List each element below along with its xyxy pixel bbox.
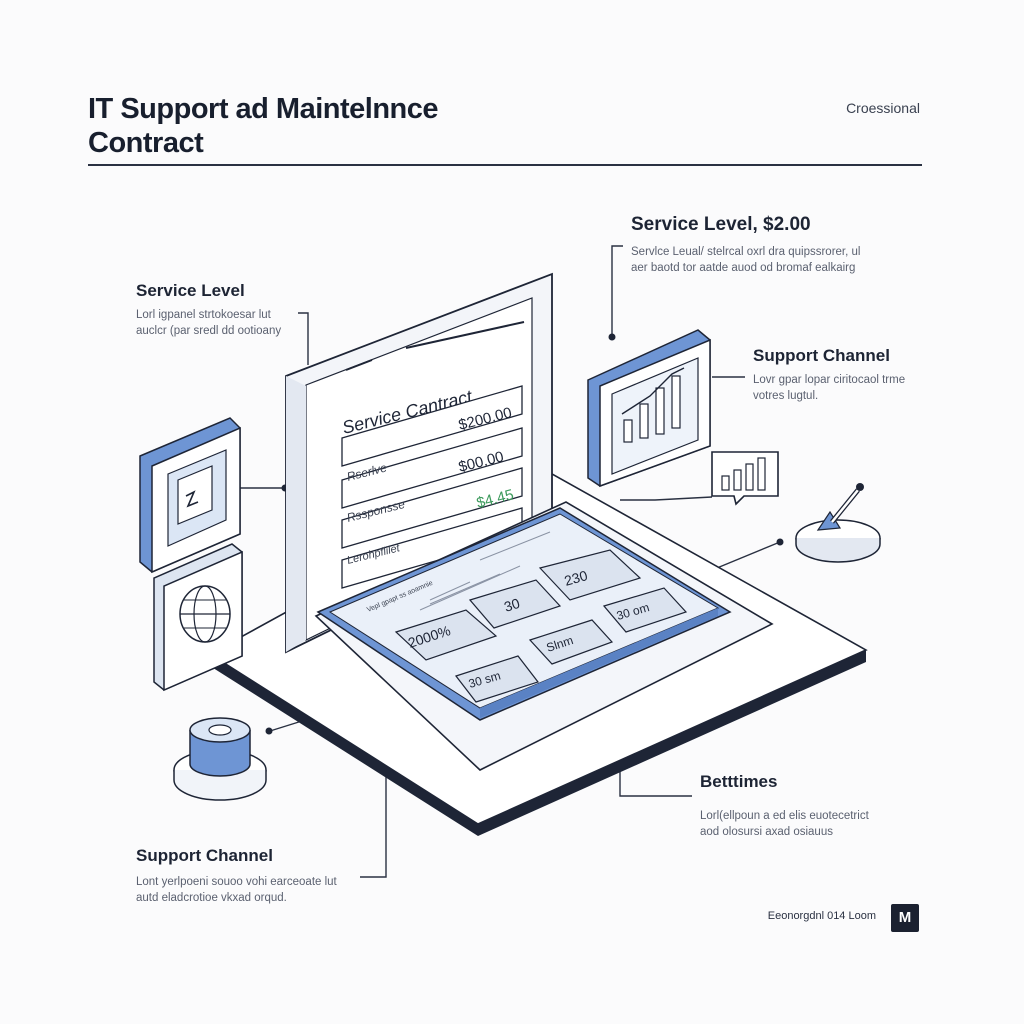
callout-support-channel-right: Support Channel Lovr gpar lopar ciritoca… [753, 346, 905, 404]
tablet-tile: 30 [468, 579, 562, 629]
tablet-tile: Slnm [528, 619, 614, 665]
brand-logo: M [891, 904, 919, 932]
callout-heading: Service Level, $2.00 [631, 214, 811, 235]
callout-heading: Betttimes [700, 772, 778, 791]
footer-text: Eeonorgdnl 014 Loom [767, 910, 876, 922]
title-line-2: Contract [88, 127, 204, 159]
tablet-tile: 30 sm [455, 655, 539, 703]
globe-icon [153, 543, 243, 692]
callout-service-level-left: Service Level Lorl igpanel strtokoesar l… [136, 281, 281, 339]
callout-description: Lont yerlpoeni souoo vohi earceoate lut … [136, 876, 337, 904]
tablet-device: Vepl gpapt ss aoamnie 2000% 30 230 Slnm … [314, 501, 774, 771]
callout-description: Lovr gpar lopar ciritocaol trme votres l… [753, 374, 906, 402]
category-tag: Croessional [846, 100, 920, 116]
pen-stand-icon [795, 483, 881, 563]
tile-label: 230 [562, 567, 589, 589]
page-title: IT Support ad Maintelnnce Contract [88, 92, 608, 160]
callout-heading: Service Level [136, 281, 245, 300]
tablet-tile: 2000% [394, 609, 498, 661]
callout-description: Lorl(ellpoun a ed elis euotecetrict aod … [700, 810, 869, 838]
tablet-tile: 230 [538, 549, 642, 601]
callout-heading: Support Channel [753, 346, 890, 365]
tile-label: 30 [502, 595, 522, 615]
title-line-1: IT Support ad Maintelnnce [88, 93, 439, 125]
edit-icon [139, 417, 241, 574]
connector-support-channel-left [360, 770, 387, 878]
callout-bettimes: Betttimes Lorl(ellpoun a ed elis euotece… [700, 772, 869, 840]
bar-chart-icon [587, 329, 711, 488]
chat-chart-icon [711, 451, 779, 506]
connector-service-level-left [298, 312, 309, 365]
callout-service-level-right: Service Level, $2.00 Servlce Leual/ stel… [631, 214, 860, 276]
connector-service-level-right [611, 245, 623, 336]
header-divider [88, 164, 922, 166]
database-icon [173, 717, 267, 801]
callout-support-channel-left: Support Channel Lont yerlpoeni souoo voh… [136, 846, 337, 906]
callout-description: Servlce Leual/ stelrcal oxrl dra quipssr… [631, 246, 861, 274]
callout-heading: Support Channel [136, 846, 273, 865]
callout-description: Lorl igpanel strtokoesar lut auclcr (par… [136, 309, 282, 337]
tablet-tile: 30 om [602, 587, 688, 633]
connector-chat-chart [620, 496, 713, 501]
